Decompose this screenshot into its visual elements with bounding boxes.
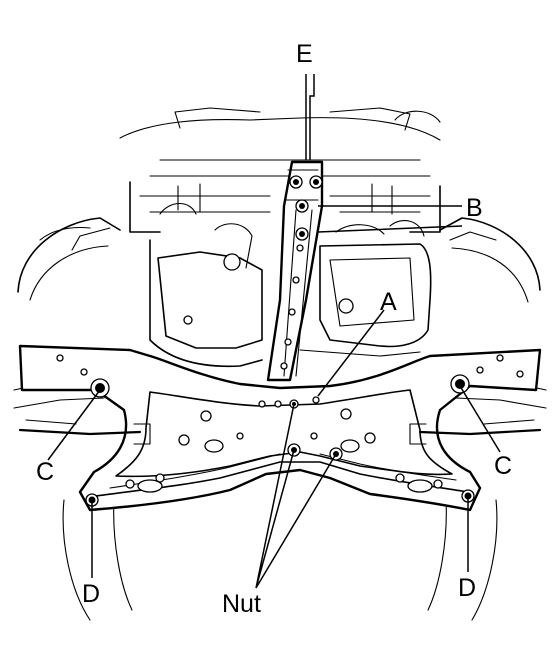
bolt-d-left xyxy=(85,493,99,507)
leader-c-left xyxy=(47,389,101,461)
bolt-c-right xyxy=(450,374,470,394)
leader-lines xyxy=(47,74,501,589)
label-c-right: C xyxy=(494,452,512,480)
leader-c-right xyxy=(459,385,501,453)
label-c-left: C xyxy=(36,458,54,486)
center-member xyxy=(266,160,324,382)
label-a: A xyxy=(380,288,397,316)
label-nut: Nut xyxy=(222,590,261,618)
transmission-housing xyxy=(299,220,432,357)
leader-nut xyxy=(255,403,337,589)
callout-labels: E B A C C D D Nut xyxy=(36,40,512,618)
suspension-crossmember xyxy=(18,344,542,512)
label-b: B xyxy=(466,194,483,222)
leader-e xyxy=(305,74,315,160)
label-d-left: D xyxy=(82,580,100,608)
leader-a xyxy=(317,309,385,397)
label-d-right: D xyxy=(458,574,476,602)
engine-housing xyxy=(149,202,263,368)
label-e: E xyxy=(296,40,313,68)
steering-linkage xyxy=(18,419,542,445)
bolt-c-left xyxy=(90,378,110,398)
leader-b xyxy=(317,205,463,233)
